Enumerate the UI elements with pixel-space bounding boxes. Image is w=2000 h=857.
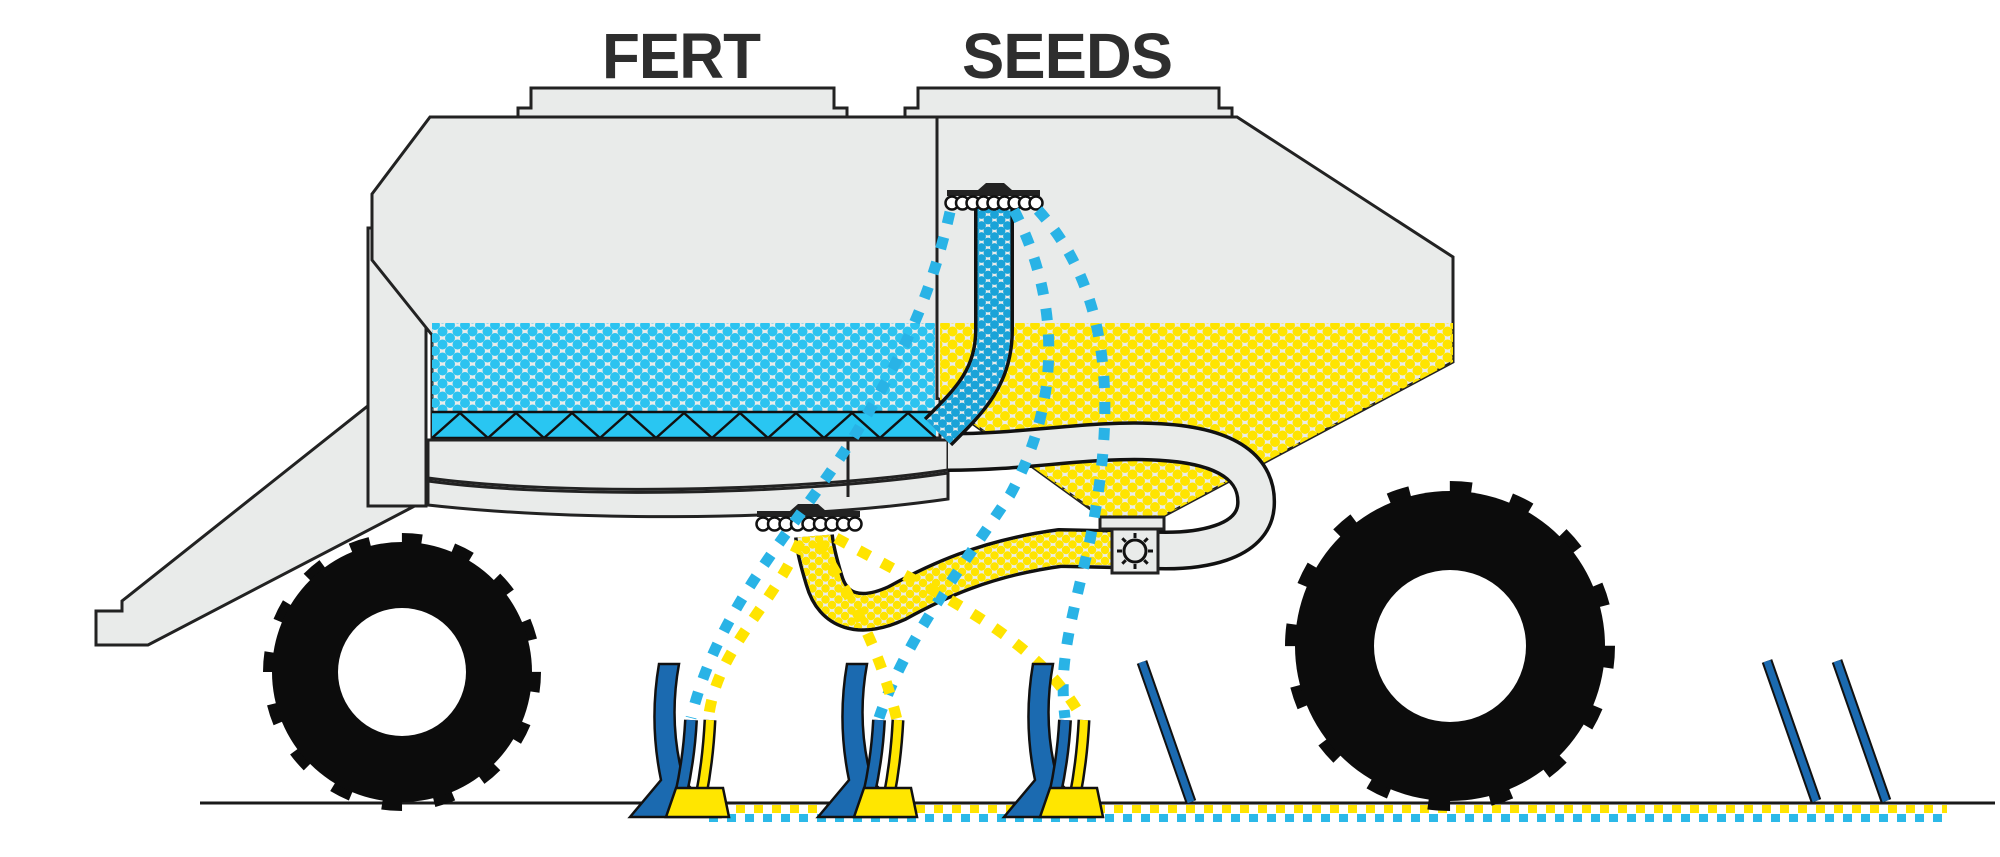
seed-meter-box <box>1098 515 1166 575</box>
fert-lid <box>516 86 849 119</box>
fert-riser-tube <box>923 205 1014 447</box>
fert-distribution-head <box>944 183 1044 211</box>
tine-3 <box>1837 661 1886 801</box>
fert-line-3 <box>1033 206 1111 719</box>
seed-hose <box>794 421 1277 632</box>
seed-line-1 <box>702 539 806 723</box>
fert-line-1 <box>685 210 956 720</box>
tine-1 <box>1142 662 1191 802</box>
fert-label: FERT <box>602 20 761 92</box>
meter-wheel-icon <box>1117 533 1153 569</box>
seeds-label: SEEDS <box>962 20 1172 92</box>
opener-2 <box>818 664 917 817</box>
frame-beam <box>426 438 950 519</box>
seed-fill <box>940 323 1453 518</box>
right-tire <box>1285 481 1615 811</box>
opener-1 <box>630 664 729 817</box>
seed-distribution-head <box>755 504 863 532</box>
left-tire <box>263 533 541 811</box>
opener-3 <box>1004 664 1103 817</box>
seeds-lid <box>903 86 1234 119</box>
tine-2 <box>1767 661 1816 801</box>
fert-fill <box>432 323 935 412</box>
fert-line-2 <box>873 207 1055 720</box>
